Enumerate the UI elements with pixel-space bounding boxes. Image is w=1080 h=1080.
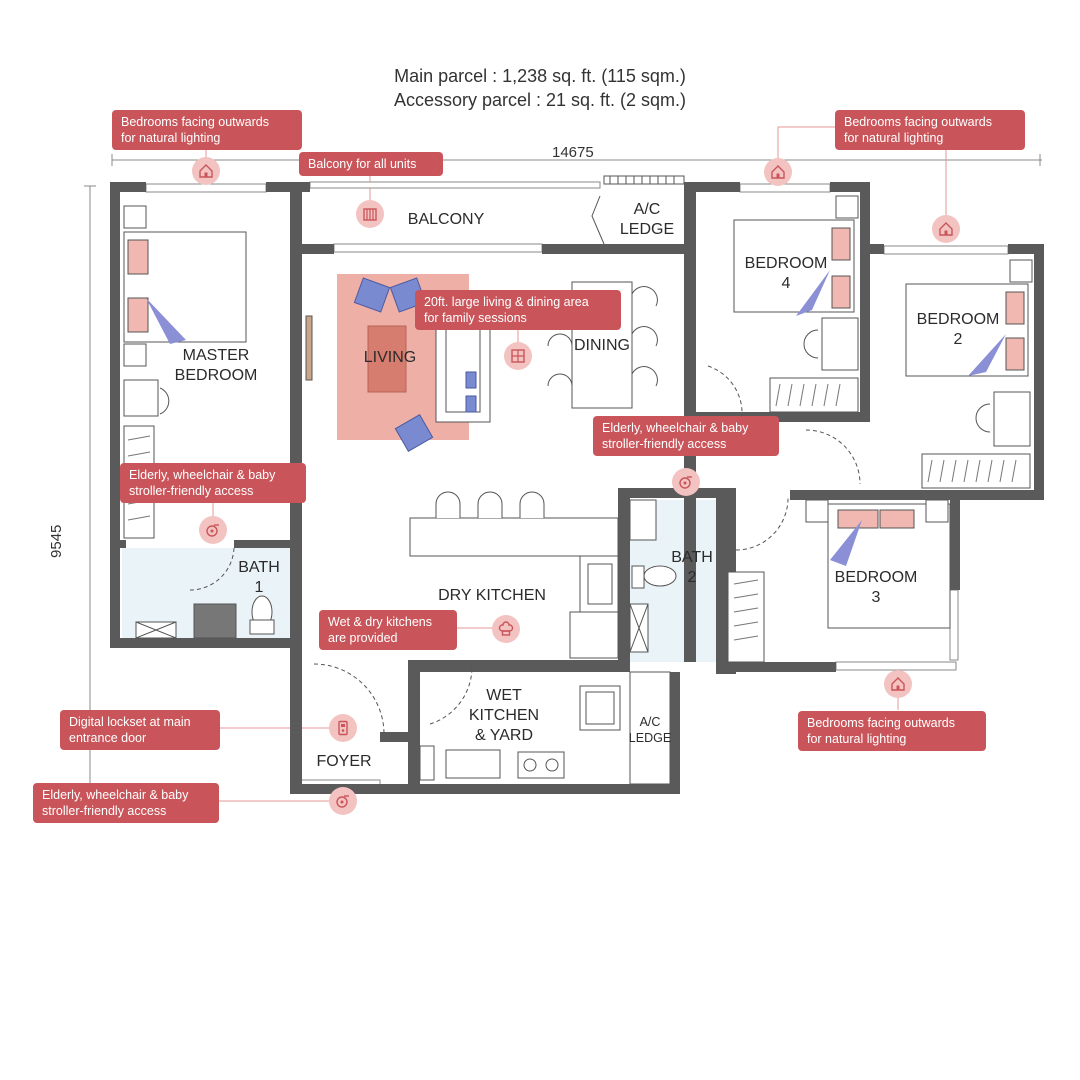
house-icon [884,670,912,698]
wheelchair-icon [199,516,227,544]
bath-fixtures [135,499,677,653]
room-ac-ledge-top: A/C LEDGE [619,201,675,238]
callout-lockset: Digital lockset at main entrance door [60,710,220,750]
callout-bedrooms-left: Bedrooms facing outwards for natural lig… [112,110,302,150]
house-icon [764,158,792,186]
living-area-icon [504,342,532,370]
kitchen-fixtures [409,491,621,781]
balcony-rails [591,175,685,785]
room-balcony: BALCONY [407,211,485,228]
room-ac-ledge-bottom: A/C LEDGE [628,715,672,745]
chef-hat-icon [492,615,520,643]
callout-bedrooms-right: Bedrooms facing outwards for natural lig… [835,110,1025,150]
callout-living-dining: 20ft. large living & dining area for fam… [415,290,621,330]
room-bedroom-4: BEDROOM 4 [744,255,828,292]
height-dimension: 9545 [48,524,65,558]
dimension-lines [84,154,1042,794]
room-bedroom-3: BEDROOM 3 [834,569,918,606]
callout-access-left: Elderly, wheelchair & baby stroller-frie… [120,463,306,503]
room-living: LIVING [363,349,417,366]
room-bedroom-2: BEDROOM 2 [916,311,1000,348]
balcony-icon [356,200,384,228]
room-foyer: FOYER [316,753,372,770]
house-icon [192,157,220,185]
callout-bedrooms-bottom: Bedrooms facing outwards for natural lig… [798,711,986,751]
reading-lamps [146,270,1006,566]
room-dry-kitchen: DRY KITCHEN [438,587,546,604]
living-cushions [353,277,477,452]
callout-kitchens: Wet & dry kitchens are provided [319,610,457,650]
doors [189,365,861,735]
house-icon [932,215,960,243]
room-dining: DINING [574,337,630,354]
digital-lock-icon [329,714,357,742]
wheelchair-icon [672,468,700,496]
callout-access-center: Elderly, wheelchair & baby stroller-frie… [593,416,779,456]
callout-balcony: Balcony for all units [299,152,443,176]
room-master-bedroom: MASTER BEDROOM [174,347,258,384]
callout-access-entrance: Elderly, wheelchair & baby stroller-frie… [33,783,219,823]
wheelchair-icon [329,787,357,815]
main-parcel-area: Main parcel : 1,238 sq. ft. (115 sqm.) [394,66,686,86]
accessory-parcel-area: Accessory parcel : 21 sq. ft. (2 sqm.) [393,90,687,110]
living-table [367,325,407,393]
room-bath-1: BATH 1 [238,559,280,596]
bedroom-furniture [123,195,1033,663]
room-wet-kitchen: WET KITCHEN & YARD [468,687,540,744]
width-dimension: 14675 [552,144,594,161]
beds [123,219,1029,629]
room-bath-2: BATH 2 [671,549,713,586]
